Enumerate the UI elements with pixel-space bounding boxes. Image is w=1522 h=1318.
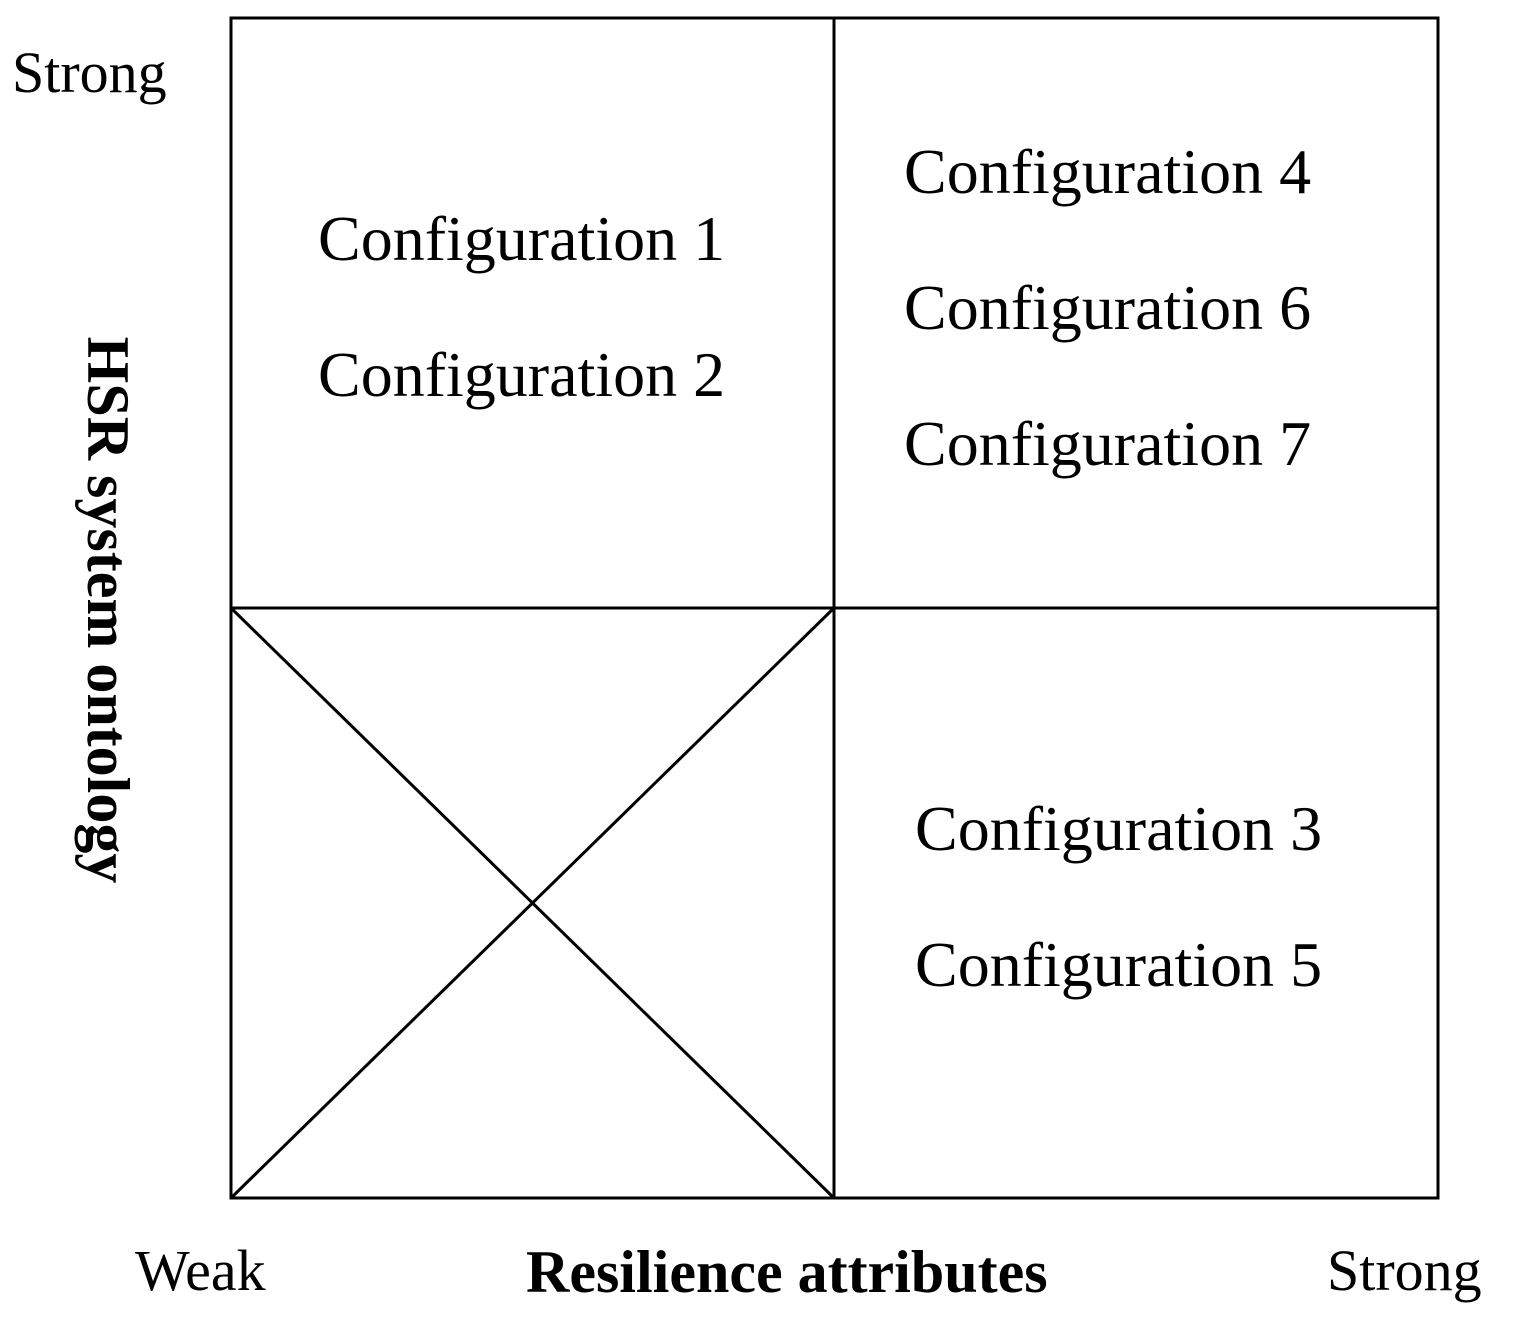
- x-axis-low-label: Weak: [135, 1238, 266, 1303]
- cross-line-ascending: [229, 606, 836, 1200]
- y-axis-high-label: Strong: [12, 40, 167, 105]
- y-axis-title: HSR system ontology: [75, 336, 141, 884]
- config-label-4: Configuration 4: [904, 136, 1312, 207]
- x-axis-high-label: Strong: [1327, 1238, 1482, 1303]
- config-label-1: Configuration 1: [318, 203, 726, 274]
- config-label-7: Configuration 7: [904, 408, 1312, 479]
- config-label-6: Configuration 6: [904, 272, 1312, 343]
- config-label-3: Configuration 3: [915, 793, 1323, 864]
- x-axis-title: Resilience attributes: [526, 1239, 1048, 1305]
- config-label-2: Configuration 2: [318, 339, 726, 410]
- config-label-5: Configuration 5: [915, 929, 1323, 1000]
